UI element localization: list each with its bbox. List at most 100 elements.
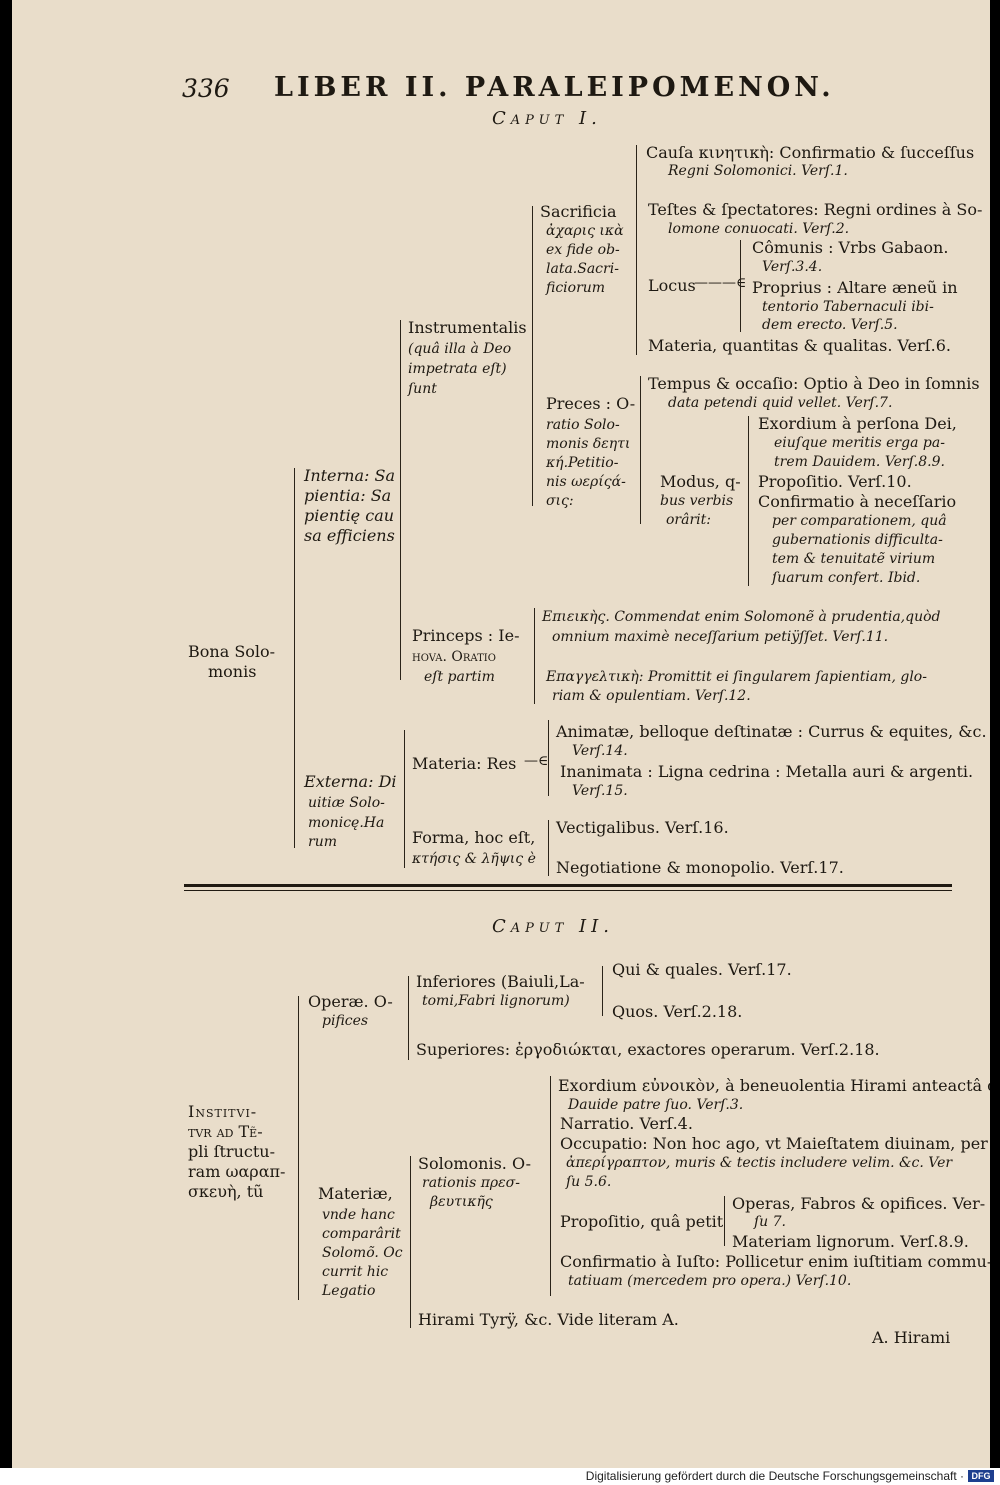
- page-number: 336: [182, 74, 230, 103]
- occupatio-1: Occupatio: Non hoc ago, vt Maieſtatem di…: [560, 1134, 990, 1153]
- operae-2: pifices: [322, 1013, 369, 1029]
- book-page: 336 LIBER II. PARALEIPOMENON. Caput I. B…: [12, 0, 990, 1468]
- exordium-1-3: trem Dauidem. Verſ.8.9.: [774, 454, 945, 470]
- operae-brace: [408, 976, 409, 1060]
- materia-sacrificii: Materia, quantitas & qualitas. Verſ.6.: [648, 336, 951, 355]
- confirmatio-1-1: Confirmatio à neceſſario: [758, 492, 957, 511]
- epieikes-2: omnium maximè neceſſarium petiÿſſet. Ver…: [552, 629, 889, 645]
- inferiores-brace: [602, 966, 603, 1016]
- princeps-3: eſt partim: [424, 669, 495, 685]
- materiae-brace: [410, 1156, 411, 1328]
- sacrificia-brace: [636, 145, 637, 355]
- confirmatio-2-2: tatiuam (mercedem pro opera.) Verſ.10.: [568, 1273, 852, 1289]
- sacrificia-1: Sacrificia: [540, 202, 617, 221]
- qui: Qui & quales. Verſ.17.: [612, 960, 792, 979]
- materiae-5: currit hic: [322, 1264, 389, 1280]
- narratio: Narratio. Verſ.4.: [560, 1114, 693, 1133]
- occupatio-2: ἀπερίγραπτον, muris & tectis includere v…: [566, 1155, 953, 1171]
- epangeltike-2: riam & opulentiam. Verſ.12.: [552, 688, 751, 704]
- root-institvitvr-1: Institvi-: [188, 1102, 258, 1121]
- epangeltike-1: Επαγγελτικὴ: Promittit ei ſingularem ſap…: [546, 669, 927, 685]
- modus-brace: [748, 416, 749, 586]
- modus-2: bus verbis: [660, 493, 734, 509]
- externa-4: rum: [308, 834, 337, 850]
- root-bona-solomonis-2: monis: [208, 662, 257, 681]
- inanimata-2: Verſ.15.: [572, 783, 628, 799]
- materiae-6: Legatio: [322, 1283, 376, 1299]
- tempus-1: Tempus & occaſio: Optio à Deo in ſomnis: [648, 374, 980, 393]
- proprius-2: tentorio Tabernaculi ibi-: [762, 299, 934, 315]
- footer-credit: Digitalisierung gefördert durch die Deut…: [585, 1469, 964, 1483]
- modus-1: Modus, q-: [660, 472, 741, 491]
- instrumentalis-4: ſunt: [408, 381, 437, 397]
- interna-3: pientię cau: [304, 506, 395, 525]
- confirmatio-1-5: ſuarum confert. Ibid.: [772, 570, 921, 586]
- digitization-footer: Digitalisierung gefördert durch die Deut…: [0, 1468, 1000, 1485]
- proprius-1: Proprius : Altare æneũ in: [752, 278, 958, 297]
- confirmatio-1-4: tem & tenuitatẽ virium: [772, 551, 936, 567]
- proprius-3: dem erecto. Verſ.5.: [762, 317, 898, 333]
- materiae-2: vnde hanc: [322, 1207, 395, 1223]
- caput-2-title: Caput II.: [492, 916, 614, 937]
- testes-1: Teſtes & ſpectatores: Regni ordines à So…: [648, 200, 983, 219]
- confirmatio-1-3: gubernationis difficulta-: [772, 532, 943, 548]
- testes-2: lomone conuocati. Verſ.2.: [668, 221, 850, 237]
- communis-2: Verſ.3.4.: [762, 259, 823, 275]
- root-bona-solomonis-1: Bona Solo-: [188, 642, 276, 661]
- externa-3: monicę.Ha: [308, 815, 385, 831]
- preces-2: ratio Solo-: [546, 417, 620, 433]
- root-brace: [294, 468, 295, 848]
- causa-2: Regni Solomonici. Verſ.1.: [668, 163, 848, 179]
- hirami: Hirami Tyrÿ, &c. Vide literam A.: [418, 1310, 679, 1329]
- externa-brace: [404, 730, 405, 868]
- tempus-2: data petendi quid vellet. Verſ.7.: [668, 395, 893, 411]
- confirmatio-1-2: per comparationem, quâ: [772, 513, 947, 529]
- exordium-1-1: Exordium à perſona Dei,: [758, 414, 957, 433]
- solomonis-3: βευτικῆς: [430, 1194, 493, 1210]
- forma-1: Forma, hoc eſt,: [412, 828, 536, 847]
- preces-5: nis ωερίςά-: [546, 474, 626, 490]
- princeps-1: Princeps : Ie-: [412, 626, 520, 645]
- sacrificia-3: ex fide ob-: [546, 242, 620, 258]
- princeps-2: hova. Oratio: [412, 649, 496, 665]
- operae-1: Operæ. O-: [308, 992, 393, 1011]
- occupatio-3: ſu 5.6.: [566, 1174, 612, 1190]
- animatae-1: Animatæ, belloque deſtinatæ : Currus & e…: [556, 722, 987, 741]
- modus-3: orârit:: [666, 512, 711, 528]
- materiae-3: comparârit: [322, 1226, 401, 1242]
- instrumentalis-2: (quâ illa à Deo: [408, 341, 512, 357]
- propositio-2-brace: [724, 1196, 725, 1246]
- root-institvitvr-3: pli ſtructu-: [188, 1142, 275, 1161]
- communis-1: Cômunis : Vrbs Gabaon.: [752, 238, 949, 257]
- externa-1: Externa: Di: [304, 772, 397, 791]
- inferiores-1: Inferiores (Baiuli,La-: [416, 972, 585, 991]
- locus-brace: [740, 240, 741, 332]
- animatae-2: Verſ.14.: [572, 743, 628, 759]
- running-title: LIBER II. PARALEIPOMENON.: [274, 72, 835, 103]
- sacrificia-2: ἀχαρις ικὰ: [546, 223, 624, 239]
- forma-2: κτήσις & λῆψις è: [412, 851, 536, 867]
- caput-1-title: Caput I.: [492, 108, 602, 129]
- inanimata-1: Inanimata : Ligna cedrina : Metalla auri…: [560, 762, 974, 781]
- chapter-separator-thin: [184, 890, 952, 891]
- root-institvitvr-2: tvr ad Tẽ-: [188, 1122, 263, 1141]
- materiam: Materiam lignorum. Verſ.8.9.: [732, 1232, 969, 1251]
- interna-brace: [400, 320, 401, 680]
- inferiores-2: tomi,Fabri lignorum): [422, 993, 570, 1009]
- instrumentalis-3: impetrata eſt): [408, 361, 507, 377]
- instrumentalis-1: Instrumentalis: [408, 318, 527, 337]
- chapter-separator-thick: [184, 884, 952, 887]
- externa-2: uitiæ Solo-: [308, 795, 385, 811]
- preces-1: Preces : O-: [546, 394, 636, 413]
- exordium-2-2: Dauide patre ſuo. Verſ.3.: [568, 1097, 744, 1113]
- locus: Locus: [648, 276, 696, 295]
- operas-2: ſu 7.: [754, 1214, 787, 1230]
- solomonis-2: rationis πρεσ-: [422, 1175, 520, 1191]
- princeps-brace: [534, 608, 535, 704]
- forma-brace: [548, 820, 549, 876]
- root-institvitvr-5: σκευὴ, tũ: [188, 1182, 264, 1201]
- preces-4: κή.Petitio-: [546, 455, 619, 471]
- negotiatione: Negotiatione & monopolio. Verſ.17.: [556, 858, 844, 877]
- propositio-1: Propoſitio. Verſ.10.: [758, 472, 912, 491]
- exordium-2-1: Exordium εὐνοικὸν, à beneuolentia Hirami…: [558, 1076, 990, 1095]
